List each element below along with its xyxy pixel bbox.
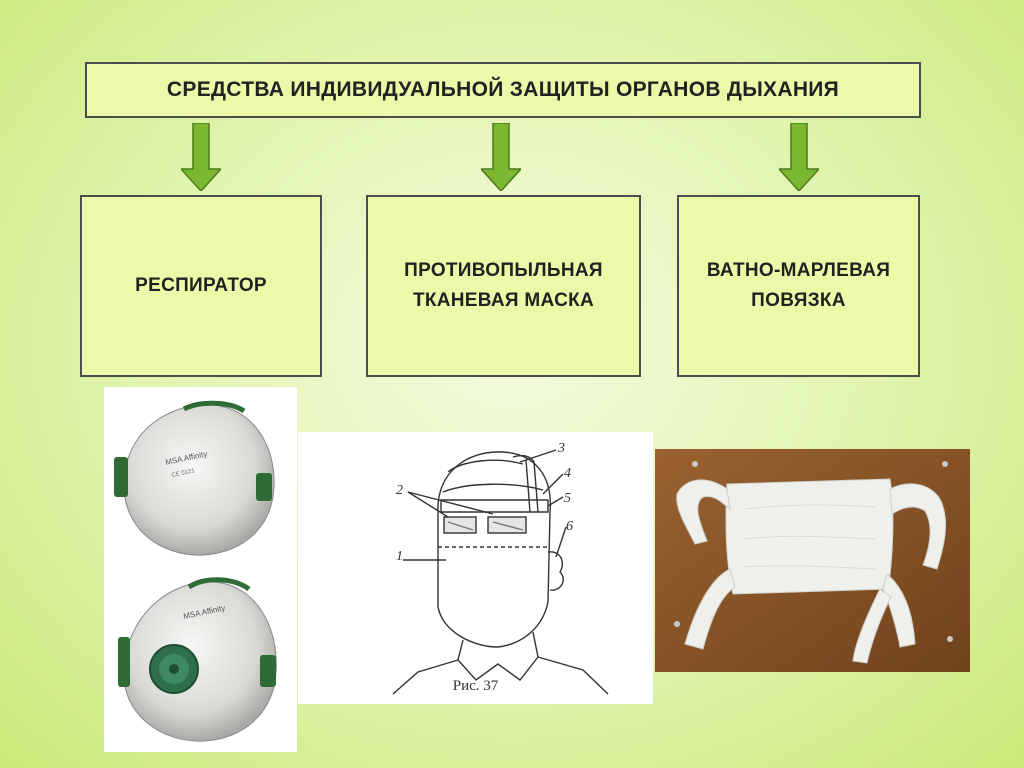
respirator-mask-bottom: MSA Affinity	[118, 577, 277, 742]
callout-2: 2	[396, 483, 403, 498]
figure-caption: Рис. 37	[452, 678, 499, 694]
category-label-line1: ПРОТИВОПЫЛЬНАЯ	[404, 260, 603, 281]
callout-1: 1	[396, 549, 403, 564]
category-label: РЕСПИРАТОР	[135, 275, 267, 296]
arrow-down-icon	[779, 123, 819, 191]
category-gauze-bandage: ВАТНО-МАРЛЕВАЯ ПОВЯЗКА	[677, 195, 920, 377]
arrow-down-icon	[181, 123, 221, 191]
category-cloth-mask: ПРОТИВОПЫЛЬНАЯ ТКАНЕВАЯ МАСКА	[366, 195, 641, 377]
svg-text:CE 0121: CE 0121	[171, 468, 196, 479]
respirator-photo: MSA Affinity CE 0121 MSA Affinity	[104, 387, 297, 752]
callout-3: 3	[557, 441, 565, 456]
category-respirator: РЕСПИРАТОР	[80, 195, 322, 377]
callout-6: 6	[566, 519, 573, 534]
cloth-mask-drawing: 1 2 3 4 5 6 Рис. 37	[298, 432, 653, 704]
category-label-line1: ВАТНО-МАРЛЕВАЯ	[706, 260, 891, 281]
category-label-line2: ПОВЯЗКА	[751, 290, 846, 311]
diagram-title-text: СРЕДСТВА ИНДИВИДУАЛЬНОЙ ЗАЩИТЫ ОРГАНОВ Д…	[166, 78, 840, 101]
diagram-title: СРЕДСТВА ИНДИВИДУАЛЬНОЙ ЗАЩИТЫ ОРГАНОВ Д…	[85, 62, 921, 118]
category-label-line2: ТКАНЕВАЯ МАСКА	[412, 290, 595, 311]
callout-4: 4	[564, 466, 571, 481]
gauze-bandage-photo	[655, 449, 970, 672]
callout-5: 5	[564, 491, 571, 506]
respirator-mask-top: MSA Affinity CE 0121	[114, 400, 275, 556]
arrow-down-icon	[481, 123, 521, 191]
